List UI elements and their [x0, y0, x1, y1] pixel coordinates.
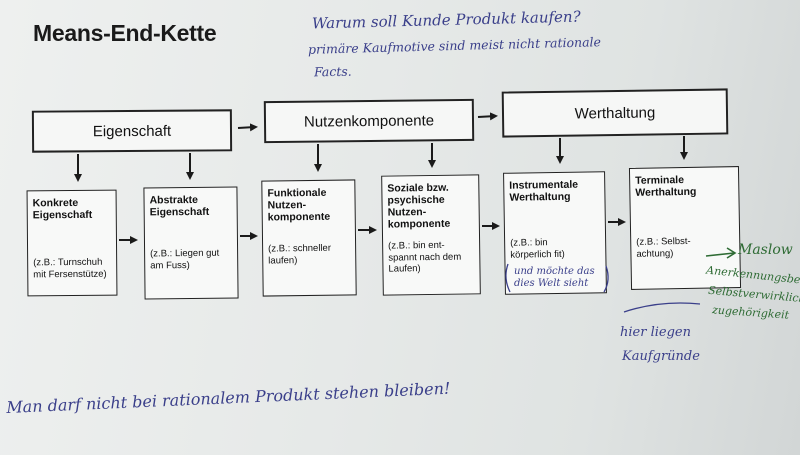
- arrow-right: [237, 123, 258, 132]
- handwritten-arrowhead: [726, 247, 737, 259]
- annotation-maslow: Maslow: [738, 242, 793, 258]
- handwritten-arrow: [705, 252, 735, 257]
- arrow-right: [477, 112, 498, 121]
- handwritten-stroke: [623, 302, 701, 313]
- page-title: Means-End-Kette: [33, 20, 217, 46]
- annotation-kaufgruende: Kaufgründe: [622, 349, 700, 364]
- annotation-welt: und möchte das: [514, 266, 595, 277]
- annotation-welt-2: dies Welt sieht: [514, 278, 589, 289]
- annotation-hier-liegen: hier liegen: [620, 325, 691, 340]
- handwritten-bracket: [505, 263, 511, 293]
- handwritten-bracket: [603, 265, 609, 293]
